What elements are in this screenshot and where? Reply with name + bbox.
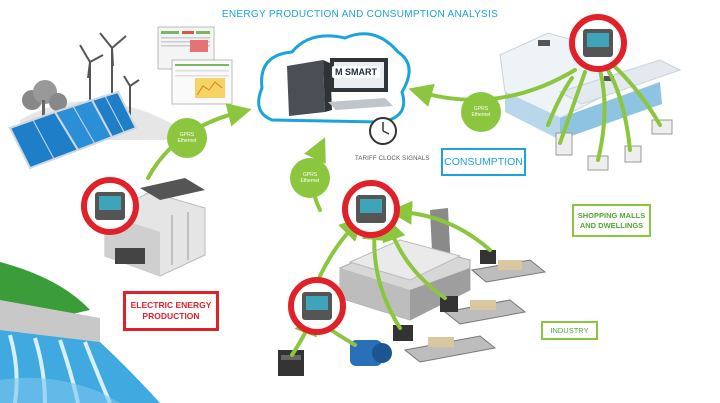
gprs-tag-left: GPRS Ethernet [167, 118, 207, 158]
tariff-clock-label: TARIFF CLOCK SIGNALS [355, 156, 430, 162]
conveyor-belts-icon [403, 259, 547, 363]
smart-brand-label: M SMART [332, 66, 380, 78]
electric-line2: PRODUCTION [142, 311, 200, 321]
power-meter-icon [288, 277, 346, 335]
tag-line2: Ethernet [471, 112, 491, 118]
shopping-malls-label: SHOPPING MALLS AND DWELLINGS [572, 204, 651, 237]
report-thumbnails [157, 26, 233, 105]
tree-icon [22, 80, 67, 125]
industry-label: INDUSTRY [541, 321, 598, 340]
data-flow-arrows [146, 62, 662, 357]
consumption-label: CONSUMPTION [441, 148, 526, 176]
tag-line1: GPRS [473, 106, 489, 112]
tag-line1: GPRS [179, 132, 195, 138]
diagram-title: ENERGY PRODUCTION AND CONSUMPTION ANALYS… [221, 9, 499, 20]
electric-production-label: ELECTRIC ENERGY PRODUCTION [123, 291, 219, 331]
hydro-dam-icon [0, 262, 160, 403]
power-meter-icon [342, 180, 400, 238]
shopping-line1: SHOPPING MALLS [577, 211, 646, 220]
solar-panels-icon [8, 90, 138, 170]
tag-line1: GPRS [302, 172, 318, 178]
shopping-line2: AND DWELLINGS [579, 221, 644, 230]
renewables-group [8, 32, 175, 170]
clock-icon [369, 117, 397, 145]
power-meter-icon [569, 14, 627, 72]
cloud-computer [257, 32, 411, 145]
gprs-tag-center: GPRS Ethernet [290, 158, 330, 198]
tag-line2: Ethernet [177, 138, 197, 144]
electric-line1: ELECTRIC ENERGY [130, 300, 212, 310]
power-meter-icon [81, 177, 139, 235]
gprs-tag-right: GPRS Ethernet [461, 92, 501, 132]
motor-icon [350, 340, 392, 366]
tag-line2: Ethernet [300, 178, 320, 184]
small-meter-industry [393, 250, 496, 341]
